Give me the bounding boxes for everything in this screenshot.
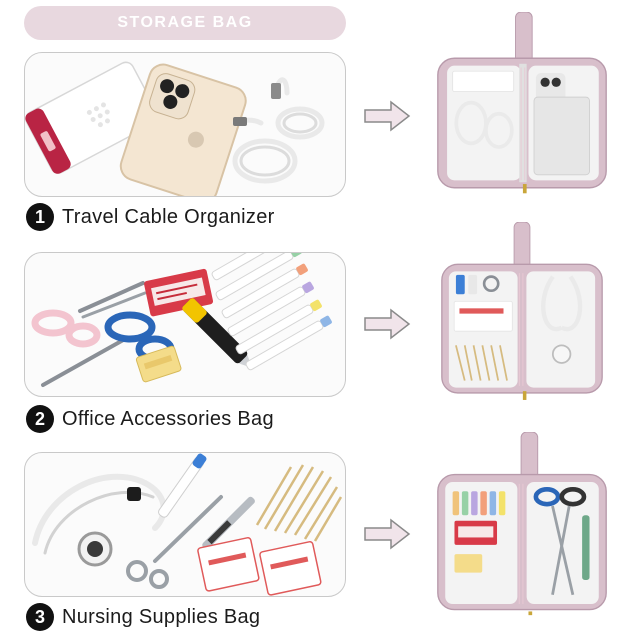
- tweezers-icon: [202, 496, 255, 550]
- medical-scissors-icon: [126, 495, 223, 589]
- bandages-icon: [197, 537, 322, 596]
- arrow-right-icon: [364, 100, 411, 132]
- office-items-illustration: [31, 253, 332, 387]
- nursing-items-illustration: [32, 453, 343, 596]
- highlighters-icon: [211, 253, 332, 371]
- product-panel-travel: [24, 52, 346, 197]
- arrow-right-icon: [364, 308, 411, 340]
- smartphone-icon: [119, 63, 247, 196]
- open-bag-travel: [437, 12, 607, 194]
- number-badge: 3: [26, 603, 54, 631]
- section-label-2: 2 Office Accessories Bag: [26, 404, 274, 434]
- product-panel-office: [24, 252, 346, 397]
- power-bank-icon: [25, 61, 160, 174]
- header-title: STORAGE BAG: [117, 14, 253, 31]
- section-title: Office Accessories Bag: [62, 407, 274, 430]
- section-header: STORAGE BAG: [24, 6, 346, 40]
- eraser-icon: [135, 345, 182, 383]
- product-panel-nursing: [24, 452, 346, 597]
- utility-knife-icon: [182, 298, 252, 368]
- section-title: Nursing Supplies Bag: [62, 605, 261, 628]
- pen-light-icon: [158, 453, 207, 518]
- open-bag-office: [441, 222, 603, 400]
- section-label-3: 3 Nursing Supplies Bag: [26, 602, 260, 632]
- cotton-swabs-icon: [255, 464, 343, 542]
- arrow-right-icon: [364, 518, 411, 550]
- charging-cable-icon: [232, 77, 325, 184]
- open-bag-nursing: [437, 432, 607, 616]
- travel-items-illustration: [25, 61, 325, 196]
- section-title: Travel Cable Organizer: [62, 205, 275, 228]
- usb-plug-icon: [271, 83, 281, 99]
- stethoscope-icon: [32, 473, 167, 567]
- number-badge: 1: [26, 203, 54, 231]
- section-label-1: 1 Travel Cable Organizer: [26, 202, 275, 232]
- pink-scissors-icon: [31, 281, 147, 348]
- number-badge: 2: [26, 405, 54, 433]
